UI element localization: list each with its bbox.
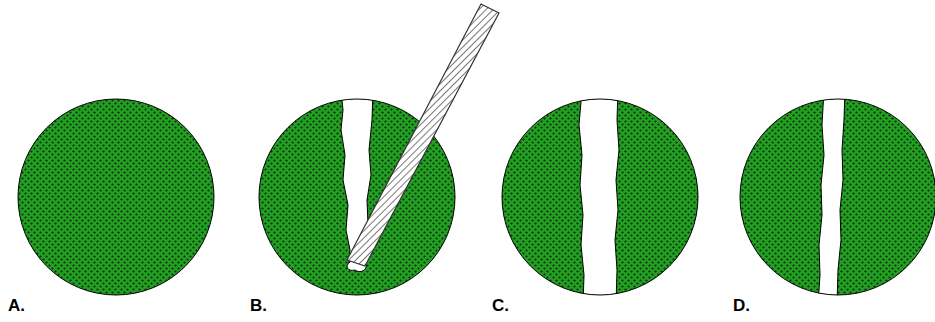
disc-being-cut	[259, 4, 499, 295]
intact-disc	[18, 99, 214, 295]
cutting-tool	[347, 4, 499, 266]
figure-letter: C.	[492, 297, 509, 314]
cut-disc-narrow	[740, 90, 935, 305]
figure-letter: B.	[250, 297, 267, 314]
figure-letter: A.	[8, 297, 25, 314]
figure-letter: D.	[733, 297, 750, 314]
cut-disc-wide	[502, 90, 698, 305]
